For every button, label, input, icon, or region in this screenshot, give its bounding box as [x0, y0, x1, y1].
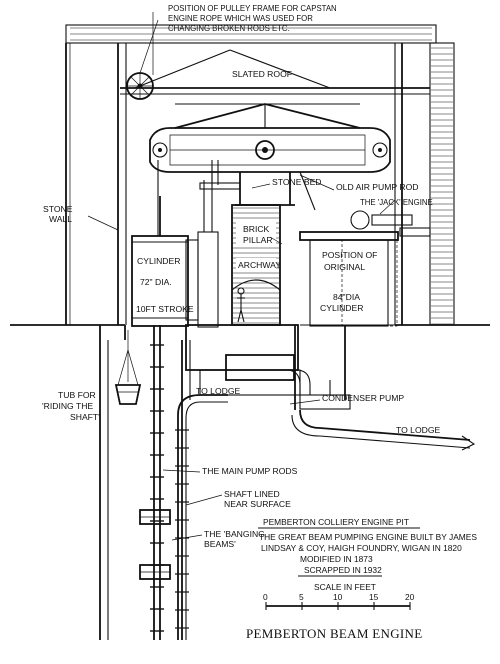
- label-tub-1: TUB FOR: [58, 390, 96, 400]
- label-jack-engine: THE 'JACK' ENGINE: [360, 198, 433, 207]
- label-stone-wall-1: STONE: [43, 204, 73, 214]
- pulley-note-line-3: CHANGING BROKEN RODS ETC.: [168, 24, 290, 33]
- scale-bar: 0 5 10 15 20: [263, 592, 415, 610]
- scale-title: SCALE IN FEET: [314, 582, 376, 592]
- caption-line-4: SCRAPPED IN 1932: [304, 565, 382, 575]
- label-position-2: ORIGINAL: [324, 262, 365, 272]
- label-brick-pillar-1: BRICK: [243, 224, 270, 234]
- label-banging-beams-2: BEAMS': [204, 539, 236, 549]
- scale-tick-15: 15: [369, 592, 379, 602]
- lodge-pipe-right: [291, 409, 476, 451]
- label-brick-pillar-2: PILLAR: [243, 235, 273, 245]
- label-stone-wall-2: WALL: [49, 214, 72, 224]
- scale-tick-10: 10: [333, 592, 343, 602]
- label-tub-2: 'RIDING THE: [42, 401, 93, 411]
- scale-tick-20: 20: [405, 592, 415, 602]
- steam-cylinder: [131, 160, 219, 328]
- label-position-1: POSITION OF: [322, 250, 377, 260]
- label-tub-3: SHAFT': [70, 412, 100, 422]
- caption-line-3: MODIFIED IN 1873: [300, 554, 373, 564]
- jack-engine: [299, 210, 431, 241]
- label-stone-bed: STONE BED: [272, 177, 322, 187]
- caption-line-1: THE GREAT BEAM PUMPING ENGINE BUILT BY J…: [259, 532, 477, 542]
- label-to-lodge-right: TO LODGE: [396, 425, 441, 435]
- label-banging-beams-1: THE 'BANGING: [204, 529, 265, 539]
- label-slated-roof: SLATED ROOF: [232, 69, 292, 79]
- pulley-note-line-2: ENGINE ROPE WHICH WAS USED FOR: [168, 14, 313, 23]
- caption-heading: PEMBERTON COLLIERY ENGINE PIT: [263, 517, 409, 527]
- label-stroke: 10FT STROKE: [136, 304, 194, 314]
- caption-block: PEMBERTON COLLIERY ENGINE PIT THE GREAT …: [258, 517, 477, 592]
- label-position-3: 84"DIA: [333, 292, 360, 302]
- foundation: [99, 325, 346, 640]
- rising-main: [175, 394, 228, 640]
- pump-rods: [150, 325, 164, 640]
- label-shaft-lined-1: SHAFT LINED: [224, 489, 280, 499]
- original-cylinder-position: [309, 239, 398, 327]
- label-shaft-lined-2: NEAR SURFACE: [224, 499, 291, 509]
- great-beam: [149, 103, 391, 190]
- diagram-title: PEMBERTON BEAM ENGINE: [246, 626, 422, 641]
- label-condenser-pump: CONDENSER PUMP: [322, 393, 404, 403]
- riding-tub: [114, 330, 142, 405]
- pulley-wheel: [126, 19, 159, 100]
- pulley-note-line-1: POSITION OF PULLEY FRAME FOR CAPSTAN: [168, 4, 337, 13]
- label-to-lodge-left: TO LODGE: [196, 386, 241, 396]
- label-main-pump-rods: THE MAIN PUMP RODS: [202, 466, 298, 476]
- label-dia-72: 72" DIA.: [140, 277, 172, 287]
- engine-bed: [185, 324, 351, 410]
- banging-beams-detail: [139, 509, 171, 580]
- label-position-4: CYLINDER: [320, 303, 363, 313]
- engine-house: [10, 24, 490, 326]
- engineman-figure: [237, 287, 245, 323]
- label-cylinder: CYLINDER: [137, 256, 180, 266]
- label-old-air-pump-rod: OLD AIR PUMP ROD: [336, 182, 418, 192]
- scale-tick-0: 0: [263, 592, 268, 602]
- caption-line-2: LINDSAY & COY, HAIGH FOUNDRY, WIGAN IN 1…: [261, 543, 462, 553]
- label-archway: ARCHWAY: [238, 260, 281, 270]
- scale-tick-5: 5: [299, 592, 304, 602]
